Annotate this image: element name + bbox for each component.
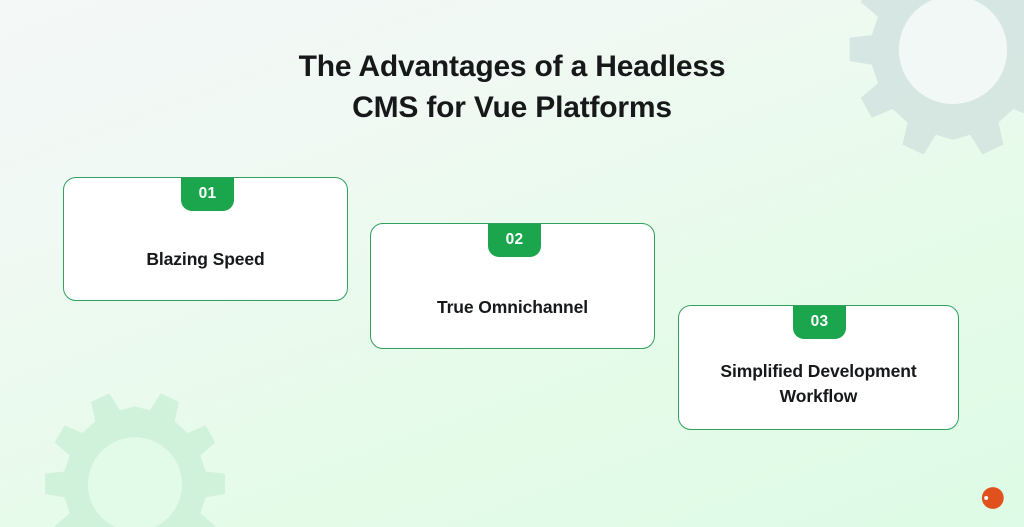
card-label: Blazing Speed	[146, 249, 265, 269]
advantage-card-3[interactable]: 03 Simplified Development Workflow	[678, 305, 959, 430]
advantage-card-1[interactable]: 01 Blazing Speed	[63, 177, 348, 301]
card-label: True Omnichannel	[436, 297, 589, 317]
brand-logo-icon	[981, 487, 1004, 509]
card-number-badge: 03	[793, 306, 846, 339]
advantage-card-2[interactable]: 02 True Omnichannel	[370, 223, 655, 349]
card-label: Simplified Development Workflow	[720, 361, 917, 406]
title-line-1: The Advantages of a Headless	[298, 50, 726, 83]
card-number-badge: 02	[488, 224, 541, 257]
gear-icon	[45, 393, 225, 527]
card-number-badge: 01	[181, 178, 234, 211]
title-line-2: CMS for Vue Platforms	[352, 91, 672, 124]
page-title: The Advantages of a Headless CMS for Vue…	[0, 46, 1024, 128]
